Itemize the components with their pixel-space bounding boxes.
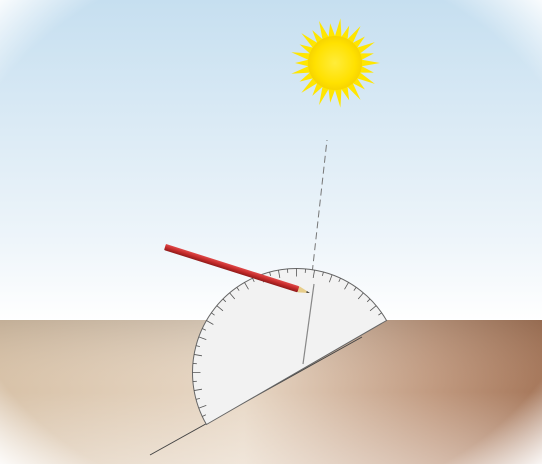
- scene-svg: [0, 0, 542, 464]
- illustration: [0, 0, 542, 464]
